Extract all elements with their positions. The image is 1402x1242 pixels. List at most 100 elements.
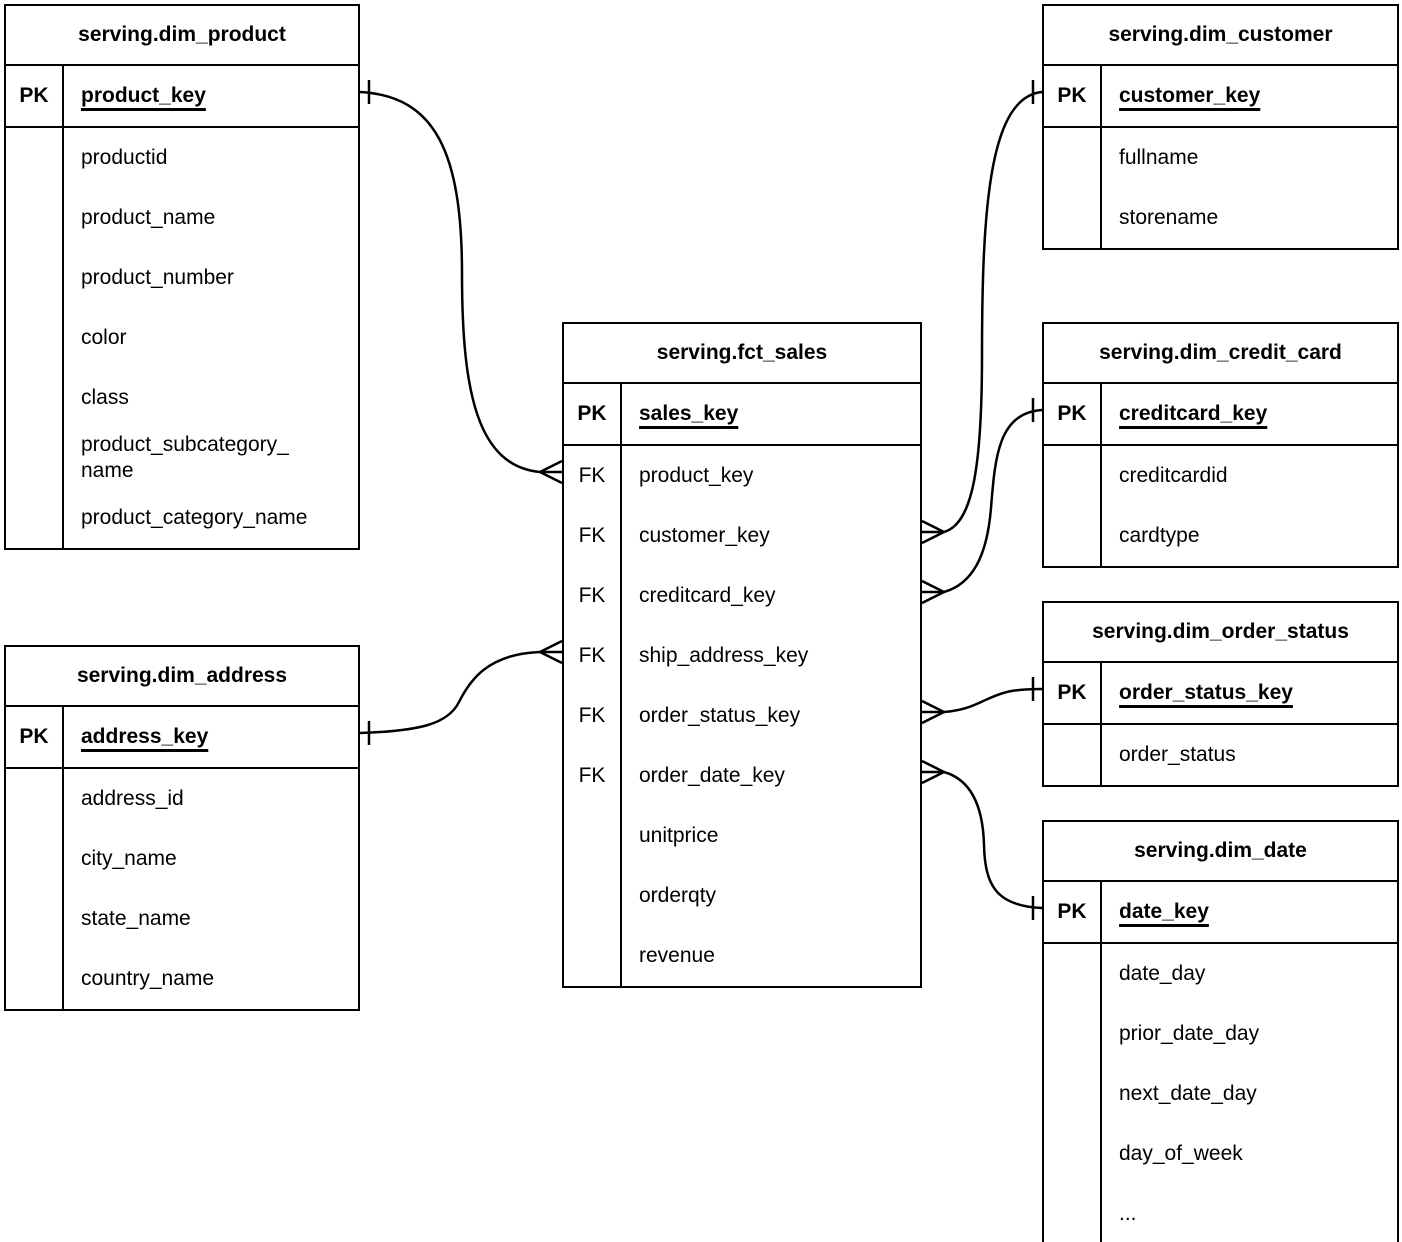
- pk-field-name: creditcard_key: [1119, 401, 1268, 425]
- key-label: [1044, 1184, 1102, 1242]
- pk-field-name: order_status_key: [1119, 680, 1293, 704]
- table-row: FK creditcard_key: [564, 566, 920, 626]
- key-label: [6, 368, 64, 428]
- table-row: FK product_key: [564, 446, 920, 506]
- table-fct-sales: serving.fct_sales PK sales_key FK produc…: [562, 322, 922, 988]
- key-label: [6, 829, 64, 889]
- table-row: FK ship_address_key: [564, 626, 920, 686]
- table-dim-customer: serving.dim_customer PK customer_key ful…: [1042, 4, 1399, 250]
- table-row: product_category_name: [6, 488, 358, 548]
- key-label: FK: [564, 446, 622, 506]
- pk-label: PK: [6, 707, 64, 767]
- field-name: ...: [1119, 1201, 1137, 1225]
- field-name: order_date_key: [639, 763, 785, 787]
- field-list: address_id city_name state_name country_…: [6, 769, 358, 1009]
- pk-label: PK: [1044, 66, 1102, 126]
- crow-foot-many-icon: [921, 759, 945, 785]
- table-row: orderqty: [564, 866, 920, 926]
- pk-label: PK: [1044, 882, 1102, 942]
- field-name: orderqty: [639, 883, 717, 907]
- key-label: [1044, 1064, 1102, 1124]
- field-list: productid product_name product_number co…: [6, 128, 358, 548]
- table-row: FK customer_key: [564, 506, 920, 566]
- table-row: prior_date_day: [1044, 1004, 1397, 1064]
- relationship-fct-sales-to-dim-customer: [921, 80, 1043, 545]
- table-row: day_of_week: [1044, 1124, 1397, 1184]
- table-row: unitprice: [564, 806, 920, 866]
- pk-field-name: address_key: [81, 724, 209, 748]
- table-dim-credit-card: serving.dim_credit_card PK creditcard_ke…: [1042, 322, 1399, 568]
- field-name: class: [81, 385, 129, 409]
- table-row: fullname: [1044, 128, 1397, 188]
- crow-foot-many-icon: [921, 699, 945, 725]
- field-name: color: [81, 325, 127, 349]
- crow-foot-many-icon: [921, 579, 945, 605]
- table-row: country_name: [6, 949, 358, 1009]
- crow-foot-many-icon: [539, 459, 563, 485]
- table-title: serving.fct_sales: [564, 324, 920, 384]
- field-name: ship_address_key: [639, 643, 809, 667]
- key-label: [1044, 1124, 1102, 1184]
- pk-label: PK: [564, 384, 622, 444]
- key-label: FK: [564, 506, 622, 566]
- key-label: [1044, 128, 1102, 188]
- pk-label: PK: [1044, 663, 1102, 723]
- field-name: productid: [81, 145, 168, 169]
- relationship-fct-sales-to-dim-order-status: [921, 677, 1043, 725]
- field-name: next_date_day: [1119, 1081, 1257, 1105]
- key-label: FK: [564, 626, 622, 686]
- field-name: customer_key: [639, 523, 770, 547]
- table-row: cardtype: [1044, 506, 1397, 566]
- key-label: FK: [564, 566, 622, 626]
- table-row: product_name: [6, 188, 358, 248]
- field-name: order_status: [1119, 742, 1236, 766]
- field-name: product_key: [639, 463, 754, 487]
- table-title: serving.dim_product: [6, 6, 358, 66]
- field-list: creditcardid cardtype: [1044, 446, 1397, 566]
- key-label: [1044, 944, 1102, 1004]
- pk-row: PK address_key: [6, 707, 358, 769]
- key-label: [564, 806, 622, 866]
- key-label: [6, 248, 64, 308]
- key-label: [564, 866, 622, 926]
- pk-row: PK date_key: [1044, 882, 1397, 944]
- table-row: state_name: [6, 889, 358, 949]
- key-label: [6, 488, 64, 548]
- pk-row: PK order_status_key: [1044, 663, 1397, 725]
- table-title: serving.dim_credit_card: [1044, 324, 1397, 384]
- field-name: creditcard_key: [639, 583, 776, 607]
- key-label: [1044, 446, 1102, 506]
- key-label: [6, 188, 64, 248]
- table-dim-address: serving.dim_address PK address_key addre…: [4, 645, 360, 1011]
- table-row: ...: [1044, 1184, 1397, 1242]
- field-name: product_category_name: [81, 505, 308, 529]
- table-dim-date: serving.dim_date PK date_key date_day pr…: [1042, 820, 1399, 1242]
- table-row: city_name: [6, 829, 358, 889]
- key-label: [1044, 725, 1102, 785]
- field-name: order_status_key: [639, 703, 801, 727]
- table-title: serving.dim_customer: [1044, 6, 1397, 66]
- field-name: product_subcategory_​name: [81, 432, 289, 482]
- pk-label: PK: [6, 66, 64, 126]
- field-name: fullname: [1119, 145, 1199, 169]
- field-name: day_of_week: [1119, 1141, 1243, 1165]
- table-title: serving.dim_address: [6, 647, 358, 707]
- key-label: [6, 308, 64, 368]
- table-dim-product: serving.dim_product PK product_key produ…: [4, 4, 360, 550]
- field-list: FK product_key FK customer_key FK credit…: [564, 446, 920, 986]
- pk-row: PK sales_key: [564, 384, 920, 446]
- table-row: next_date_day: [1044, 1064, 1397, 1124]
- field-name: creditcardid: [1119, 463, 1228, 487]
- crow-foot-many-icon: [539, 639, 563, 665]
- key-label: [1044, 506, 1102, 566]
- pk-label: PK: [1044, 384, 1102, 444]
- pk-row: PK customer_key: [1044, 66, 1397, 128]
- field-name: address_id: [81, 786, 184, 810]
- field-list: date_day prior_date_day next_date_day da…: [1044, 944, 1397, 1242]
- table-row: storename: [1044, 188, 1397, 248]
- table-title: serving.dim_order_status: [1044, 603, 1397, 663]
- field-list: fullname storename: [1044, 128, 1397, 248]
- field-name: storename: [1119, 205, 1219, 229]
